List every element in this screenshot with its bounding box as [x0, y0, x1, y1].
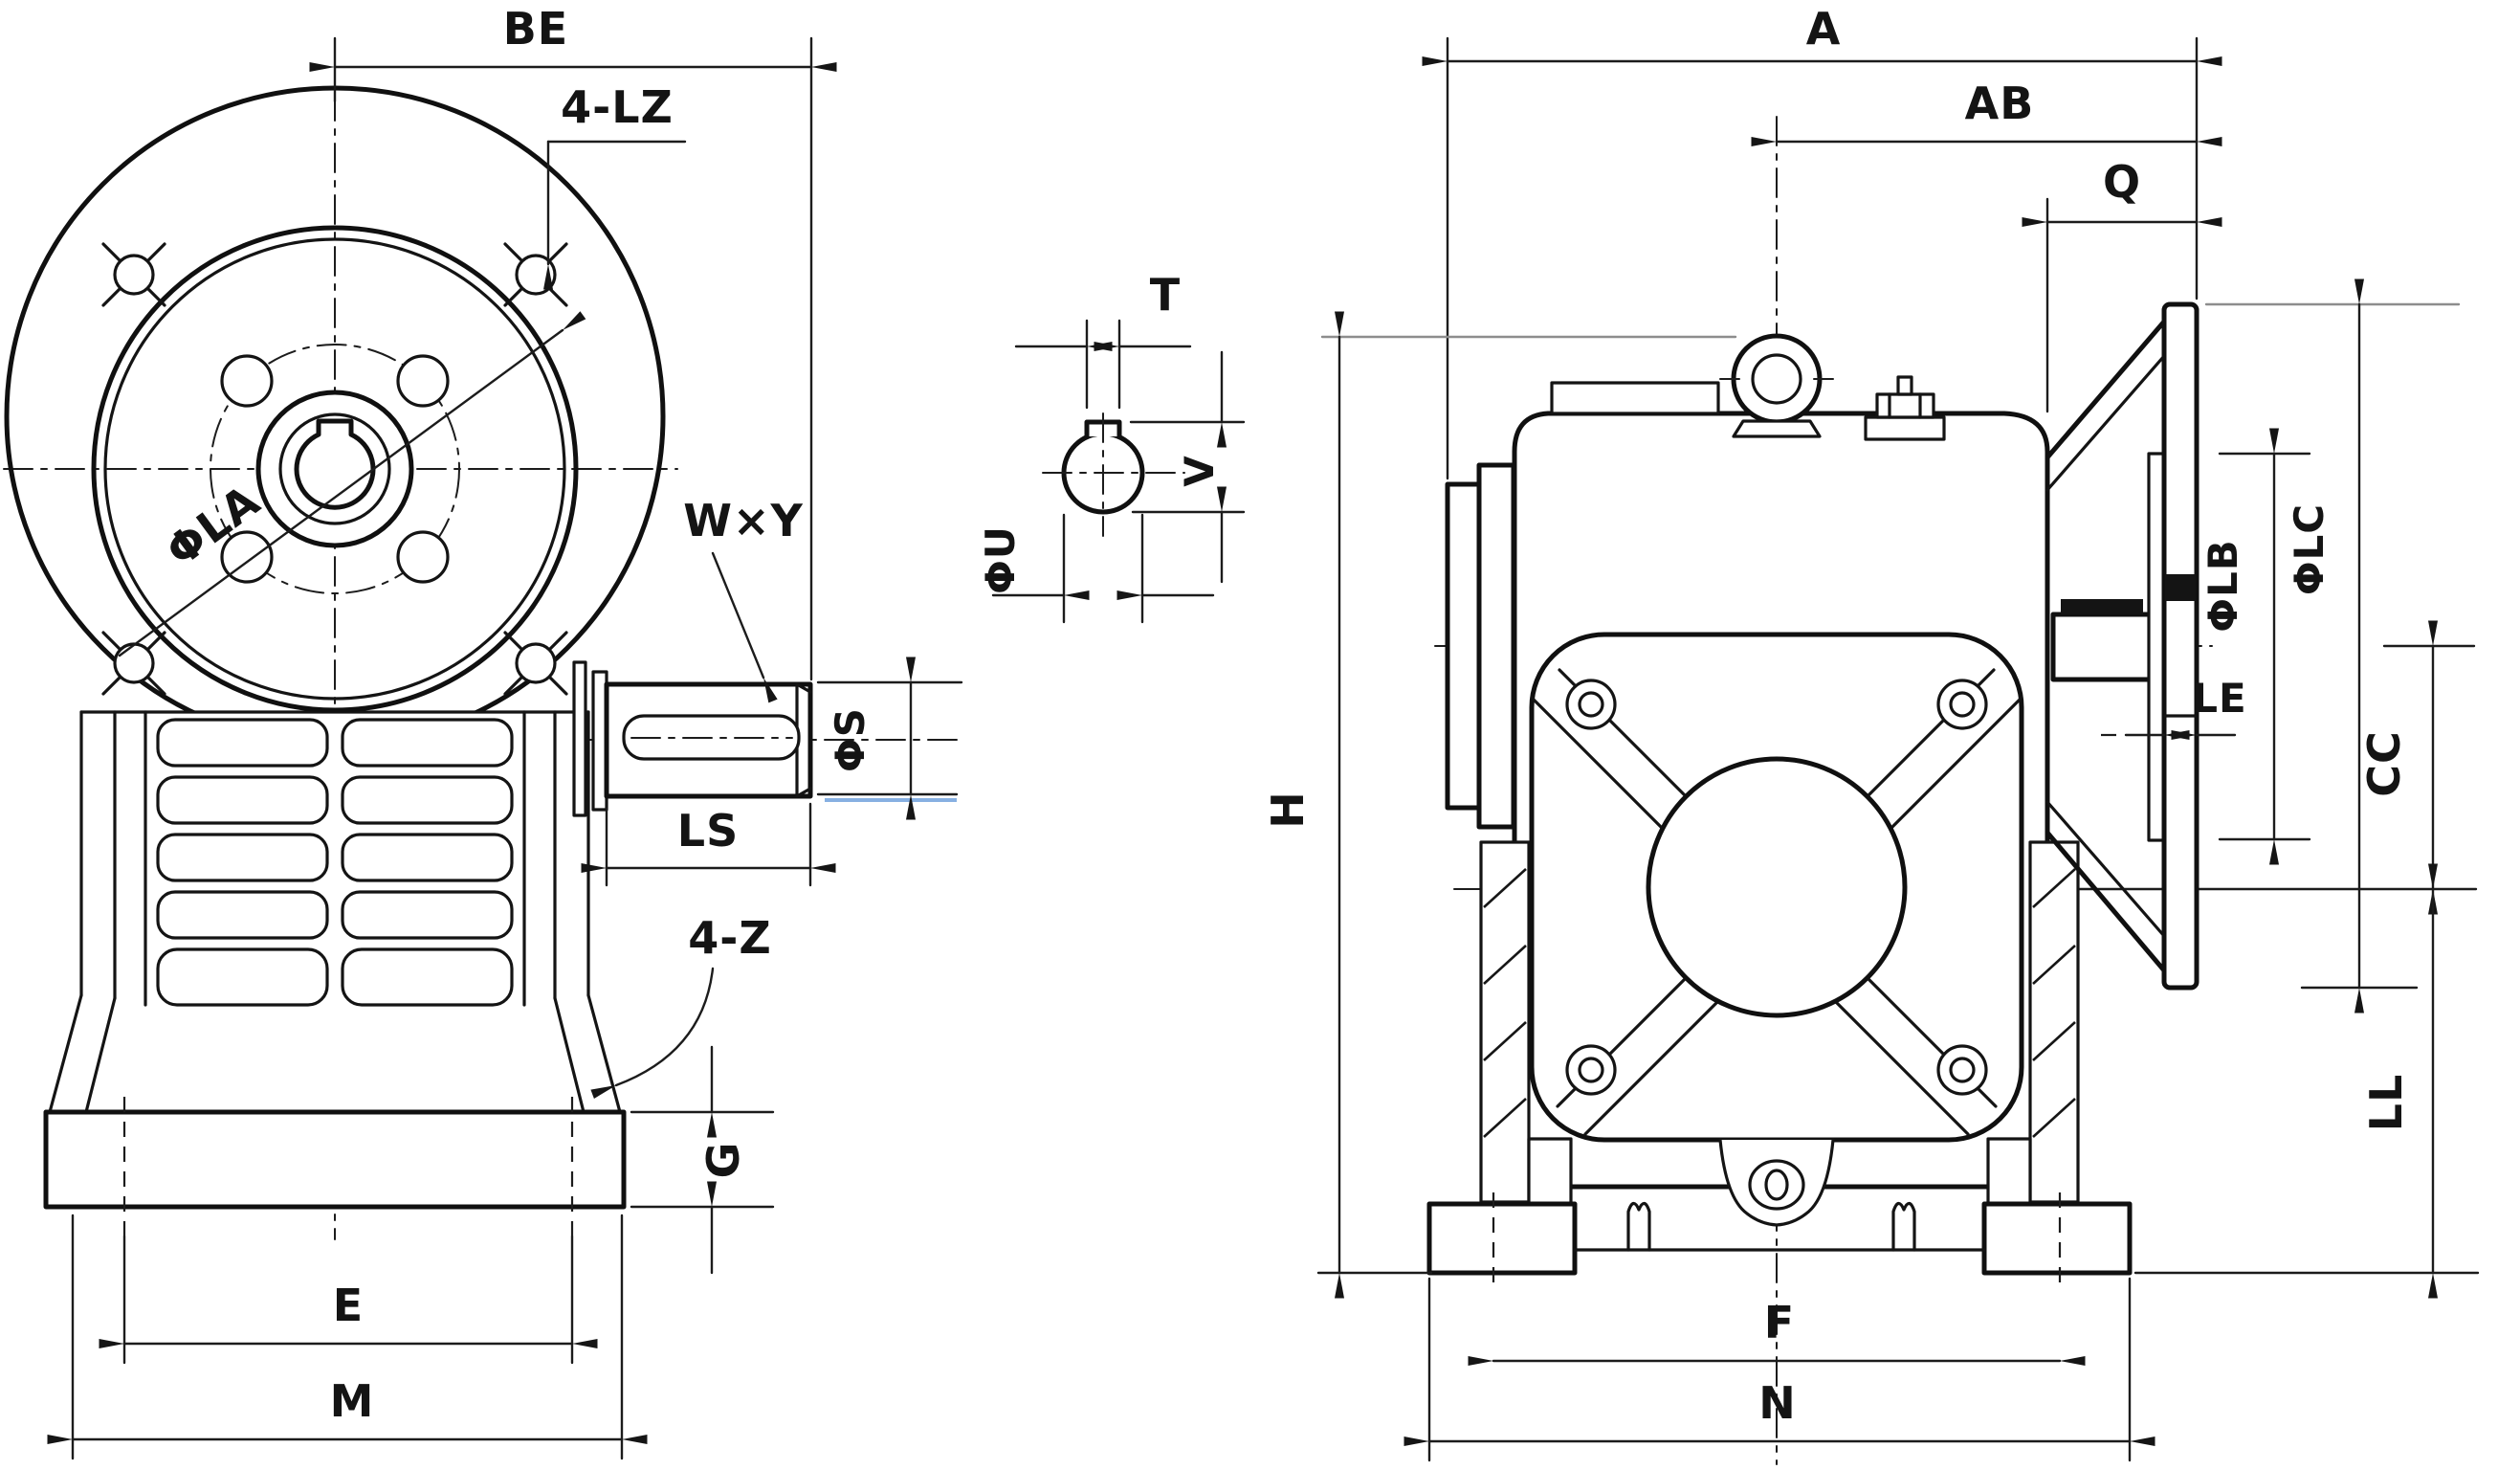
- drain-boss: [1718, 1138, 1835, 1227]
- bolt-circle: [210, 344, 460, 594]
- dim-label-h: H: [1262, 791, 1314, 829]
- dim-label-ll: LL: [2360, 1074, 2412, 1132]
- front-body: [43, 710, 627, 1236]
- corner-bolt-symbols: [101, 242, 568, 696]
- front-view: BE 4-LZ ΦLA W×Y ΦS LS 4-Z: [3, 3, 965, 1460]
- dim-label-cc: CC: [2358, 730, 2410, 797]
- output-bore-keyway: [294, 418, 376, 510]
- input-shaft: [2050, 612, 2155, 682]
- bolt-symbol: [101, 242, 166, 307]
- dim-label-wxy: W×Y: [683, 495, 804, 546]
- worm-shaft: [572, 660, 813, 817]
- dim-label-q: Q: [2103, 156, 2141, 208]
- base-plate: [43, 1109, 627, 1210]
- dim-label-philb: ΦLB: [2199, 539, 2246, 632]
- worm-end-cover: [1445, 462, 1516, 830]
- face-bolt: [1565, 679, 1617, 730]
- bolt-symbol: [101, 631, 166, 696]
- face-bolt: [1936, 679, 1988, 730]
- front-dimensions: BE 4-LZ ΦLA W×Y ΦS LS 4-Z: [47, 3, 963, 1460]
- bolt-symbol: [503, 242, 568, 307]
- dim-label-a: A: [1806, 3, 1842, 55]
- dim-label-le: LE: [2192, 675, 2246, 722]
- dim-label-ls: LS: [677, 805, 739, 857]
- drain-plug: [1748, 1159, 1805, 1211]
- detail-dimensions: T V ΦU: [977, 269, 1246, 624]
- dim-label-t: T: [1150, 269, 1181, 321]
- dim-label-phiu: ΦU: [977, 525, 1024, 594]
- side-view: A AB Q H ΦLB ΦLC: [1262, 3, 2480, 1465]
- dim-label-ab: AB: [1965, 78, 2035, 129]
- worm-shaft-section-detail: T V ΦU: [977, 269, 1246, 624]
- breather-plug: [1864, 375, 1946, 441]
- cooling-fins: [156, 718, 514, 1007]
- input-key: [2061, 599, 2143, 614]
- dim-label-4z: 4-Z: [688, 912, 771, 964]
- face-bolt: [1936, 1044, 1988, 1096]
- dim-label-philc: ΦLC: [2286, 503, 2332, 595]
- lifting-eyebolt: [1719, 333, 1834, 438]
- output-flange: [91, 225, 579, 713]
- top-cover-strip: [1550, 381, 1720, 415]
- face-bolt: [1565, 1044, 1617, 1096]
- dim-label-phis: ΦS: [827, 707, 873, 772]
- input-flange: [2045, 301, 2199, 991]
- bolt-symbol: [503, 631, 568, 696]
- dim-label-v: V: [1176, 455, 1223, 487]
- dim-label-4lz: 4-LZ: [561, 81, 674, 133]
- output-face-flange: [1529, 632, 2024, 1143]
- dim-label-m: M: [330, 1375, 375, 1427]
- dim-label-be: BE: [503, 3, 568, 55]
- dim-label-f: F: [1764, 1297, 1795, 1348]
- flange-face-plate: [2161, 301, 2199, 991]
- output-bearing-boss: [1646, 756, 1908, 1018]
- dim-label-e: E: [333, 1280, 364, 1331]
- dim-label-g: G: [697, 1142, 749, 1179]
- dim-label-n: N: [1758, 1377, 1797, 1429]
- side-dimensions: A AB Q H ΦLB ΦLC: [1262, 3, 2480, 1462]
